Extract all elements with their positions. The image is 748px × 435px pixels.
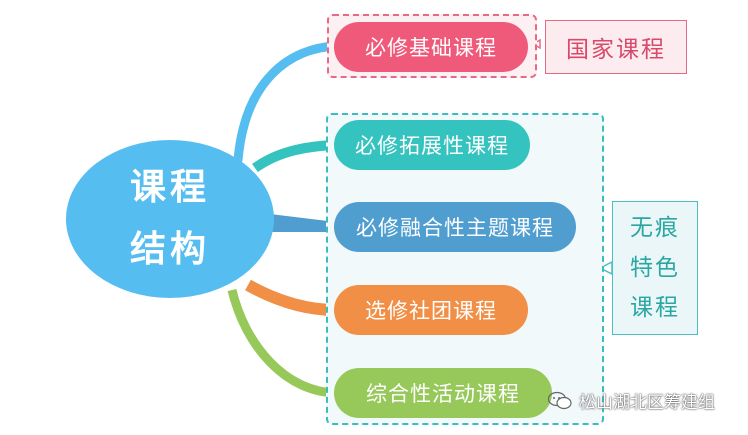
node-required-extension[interactable]: 必修拓展性课程 — [334, 120, 530, 170]
root-label-line1: 课程 — [129, 167, 210, 208]
node-elective-club[interactable]: 选修社团课程 — [334, 285, 528, 335]
node-label: 必修拓展性课程 — [355, 134, 509, 158]
callout-line3: 课程 — [630, 295, 680, 321]
node-label: 必修融合性主题课程 — [356, 216, 554, 240]
wechat-icon — [547, 391, 572, 409]
callout-line2: 特色 — [630, 255, 680, 281]
node-required-integrated-theme[interactable]: 必修融合性主题课程 — [334, 202, 576, 252]
watermark-text: 松山湖北区筹建组 — [579, 393, 715, 413]
node-label: 选修社团课程 — [365, 299, 497, 323]
callout-special-course[interactable]: 无痕 特色 课程 — [612, 201, 698, 335]
callout-line1: 无痕 — [630, 215, 680, 241]
node-required-basic[interactable]: 必修基础课程 — [334, 22, 528, 72]
root-label-line2: 结构 — [129, 229, 210, 270]
node-label: 必修基础课程 — [365, 36, 497, 60]
watermark: 松山湖北区筹建组 — [547, 388, 715, 413]
root-node-course-structure[interactable]: 课程 结构 — [66, 140, 274, 298]
node-comprehensive-activity[interactable]: 综合性活动课程 — [334, 368, 552, 418]
node-label: 综合性活动课程 — [366, 382, 520, 406]
callout-national-course[interactable]: 国家课程 — [545, 20, 687, 74]
callout-label: 国家课程 — [566, 37, 666, 63]
